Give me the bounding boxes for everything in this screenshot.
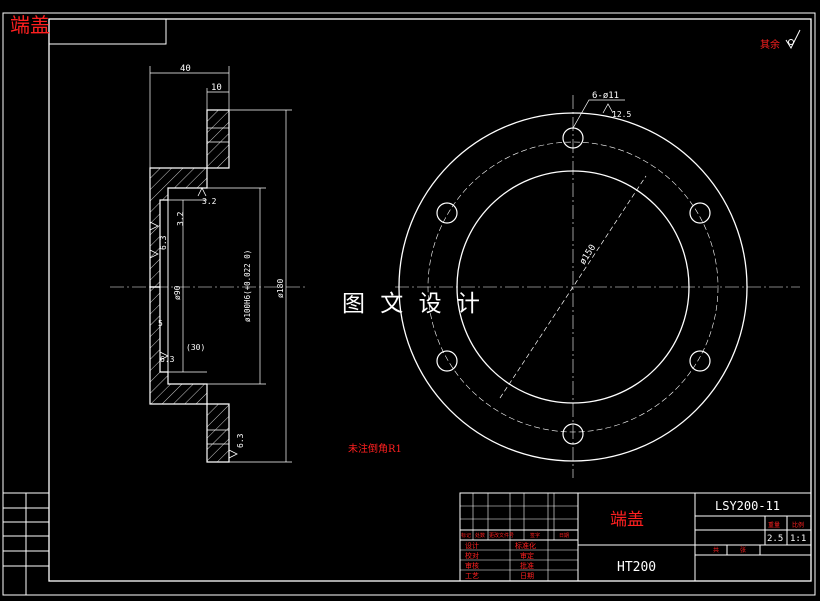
dim-dia-outer: ø180	[276, 279, 285, 298]
roughness-symbol-icon	[785, 29, 801, 50]
roughness-1: 3.2	[202, 197, 217, 206]
bolt-hole	[689, 350, 711, 372]
sign-label: 日期	[520, 572, 534, 580]
roughness-4: 6.3	[160, 355, 175, 364]
chamfer-note: 未注倒角R1	[348, 442, 402, 455]
holes-label: 6-ø11	[592, 91, 619, 101]
roughness-5: 6.3	[236, 433, 245, 448]
dim-step: 5	[158, 319, 163, 328]
dim-depth: (30)	[186, 343, 205, 352]
bolt-hole	[562, 423, 584, 445]
sheet-left: 共	[713, 546, 719, 554]
section-upper	[149, 109, 230, 288]
sheet-right: 张	[740, 546, 746, 554]
rev-header: 签字	[530, 532, 540, 539]
sign-label: 设计	[465, 541, 479, 550]
pitch-circle	[427, 141, 719, 433]
bolt-hole	[689, 202, 711, 224]
top-left-label-box	[48, 18, 167, 45]
rev-header: 日期	[559, 533, 569, 539]
drawing-no: LSY200-11	[715, 499, 780, 513]
dim-dia-bore: ø100H6(+0.022 0)	[243, 250, 252, 322]
inner-border	[48, 18, 812, 582]
outer-border	[2, 12, 816, 596]
weight-value: 2.5	[767, 534, 783, 544]
sign-label: 工艺	[465, 572, 479, 580]
rev-header: 处数	[475, 532, 485, 539]
sign-label: 标准化	[515, 541, 536, 550]
sign-label: 审定	[520, 551, 534, 560]
surface-note: 其余	[760, 38, 780, 51]
section-view: 40 10 ø180 ø100H6(+0.022 0) ø90 (30) 5 3…	[110, 64, 305, 463]
watermark: 图 文 设 计	[342, 291, 484, 317]
scale-value: 1:1	[790, 534, 806, 544]
dim-width-total: 40	[180, 64, 191, 74]
dim-flange-width: 10	[211, 83, 222, 93]
front-view	[395, 95, 800, 478]
dim-dia-inner: ø90	[173, 285, 182, 300]
rev-header: 标记	[461, 532, 471, 539]
hole-roughness: 12.5	[612, 110, 631, 119]
bolt-hole	[436, 202, 458, 224]
roughness-2: 3.2	[176, 211, 185, 226]
sign-label: 审核	[465, 561, 479, 570]
title-block	[459, 492, 812, 582]
binding-strip	[3, 492, 49, 595]
sign-label: 批准	[520, 561, 534, 570]
bolt-hole	[436, 350, 458, 372]
inner-circle	[456, 170, 690, 404]
material: HT200	[617, 560, 656, 575]
ratio-header: 比例	[792, 521, 804, 529]
weight-header: 重量	[768, 521, 780, 529]
outer-circle	[398, 112, 748, 462]
rev-header: 更改文件号	[489, 532, 514, 539]
sign-label: 校对	[465, 551, 479, 560]
pcd-label: ø150	[578, 243, 598, 267]
corner-title: 端盖	[10, 13, 50, 37]
section-lower	[149, 286, 230, 463]
part-name: 端盖	[610, 510, 644, 530]
roughness-3: 6.3	[159, 235, 168, 250]
